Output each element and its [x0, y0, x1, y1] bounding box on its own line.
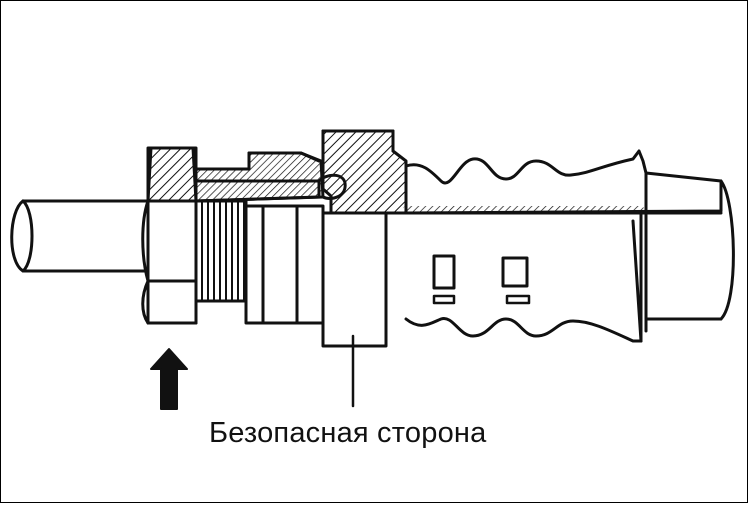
threaded-section — [194, 199, 325, 325]
flare-nut — [141, 146, 198, 325]
fitting-body-section — [194, 151, 347, 203]
safe-side-caption: Безопасная сторона — [209, 417, 487, 449]
flexible-hose — [403, 149, 735, 343]
fitting-collar — [321, 129, 408, 348]
brake-tube — [10, 199, 153, 273]
up-arrow-icon — [150, 348, 188, 410]
